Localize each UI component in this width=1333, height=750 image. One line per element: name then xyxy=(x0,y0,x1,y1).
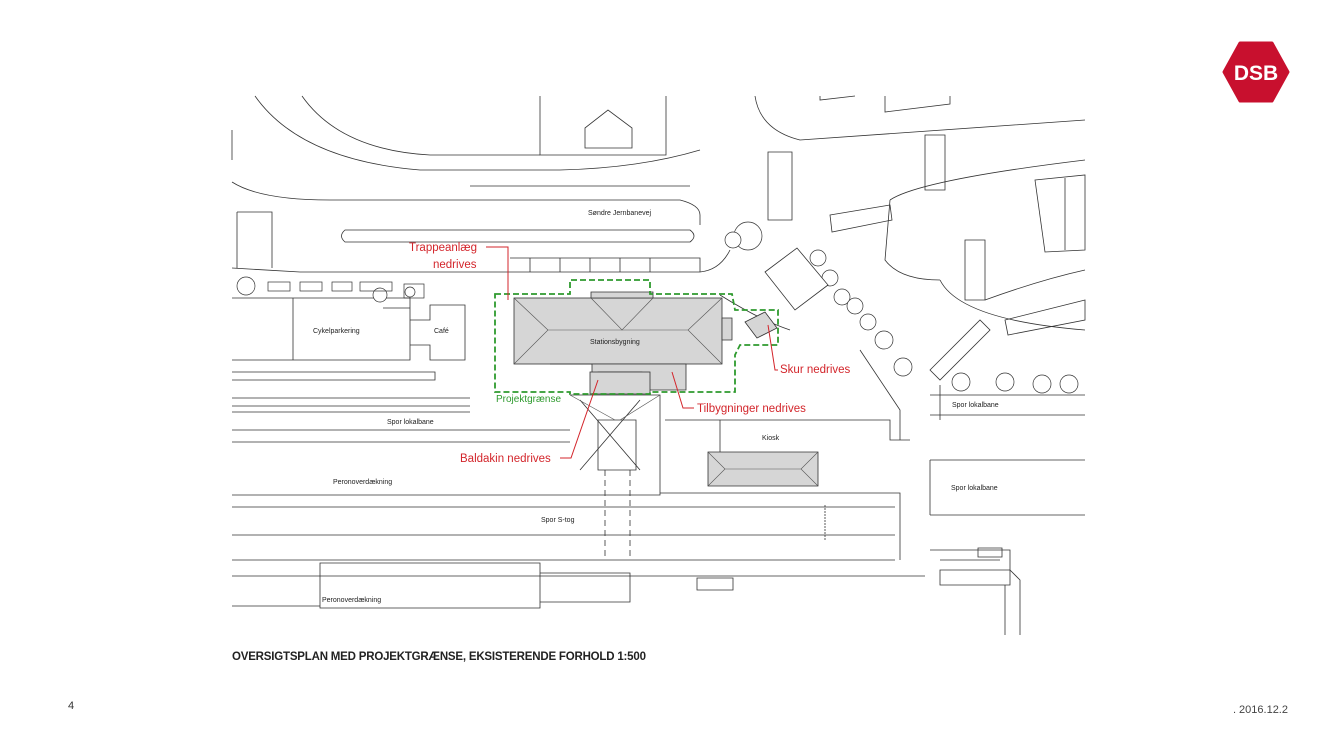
label-station: Stationsbygning xyxy=(590,339,640,346)
annotation-shed: Skur nedrives xyxy=(780,364,851,376)
label-street: Søndre Jernbanevej xyxy=(588,210,651,217)
annotation-boundary: Projektgrænse xyxy=(496,394,561,405)
annotation-annexes: Tilbygninger nedrives xyxy=(697,403,806,415)
dsb-logo: DSB xyxy=(1222,41,1290,103)
annotation-stairs-line1: Trappeanlæg xyxy=(409,242,477,254)
footer-date: . 2016.12.2 xyxy=(1232,704,1288,716)
label-track-local-3: Spor lokalbane xyxy=(951,485,998,492)
label-cafe: Café xyxy=(434,328,449,335)
annotation-canopy: Baldakin nedrives xyxy=(460,453,551,465)
label-kiosk: Kiosk xyxy=(762,435,780,442)
annotation-stairs-line2: nedrives xyxy=(433,259,477,271)
label-platform-roof-1: Peronoverdækning xyxy=(333,479,392,486)
dsb-logo-text: DSB xyxy=(1234,62,1278,85)
project-boundary xyxy=(494,279,779,395)
label-bike-parking: Cykelparkering xyxy=(313,328,360,335)
label-track-local-2: Spor lokalbane xyxy=(952,402,999,409)
label-track-local-1: Spor lokalbane xyxy=(387,419,434,426)
label-platform-roof-2: Peronoverdækning xyxy=(322,597,381,604)
page-number: 4 xyxy=(68,700,75,712)
label-track-stog: Spor S-tog xyxy=(541,517,575,524)
drawing-caption: OVERSIGTSPLAN MED PROJEKTGRÆNSE, EKSISTE… xyxy=(232,651,646,663)
